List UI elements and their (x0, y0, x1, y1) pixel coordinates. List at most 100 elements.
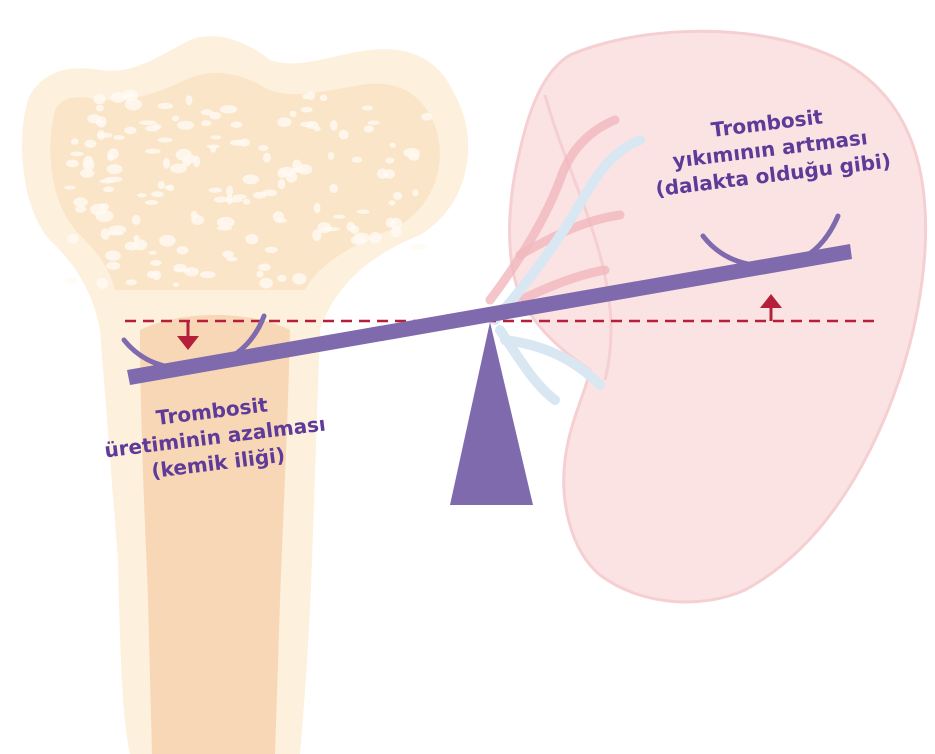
bone-pore (133, 235, 139, 242)
bone-pore (214, 197, 228, 203)
bone-pore (364, 125, 374, 132)
bone-pore (259, 278, 273, 289)
bone-pore (245, 234, 258, 244)
bone-pore (97, 278, 108, 289)
bone-pore (177, 121, 194, 130)
bone-pore (149, 251, 157, 255)
bone-pore (106, 262, 120, 270)
bone-pore (147, 271, 157, 278)
bone-pore (65, 278, 78, 284)
bone-pore (290, 111, 297, 117)
bone-pore (322, 227, 340, 231)
fulcrum-triangle (450, 322, 533, 505)
bone-pore (233, 194, 247, 199)
bone-pore (101, 228, 110, 239)
bone-pore (333, 215, 346, 219)
bone-pore (145, 149, 160, 154)
bone-pore (320, 95, 328, 102)
bone-pore (301, 107, 313, 113)
bone-pore (109, 225, 127, 234)
bone-pore (172, 116, 179, 121)
bone-pore (278, 179, 286, 189)
bone-pore (377, 169, 388, 179)
bone-pore (177, 246, 189, 254)
bone-pore (191, 215, 204, 225)
bone-pore (151, 191, 164, 197)
bone-pore (111, 92, 126, 103)
bone-pore (70, 152, 83, 157)
bone-pore (93, 94, 105, 105)
bone-pore (300, 122, 314, 127)
bone-pore (164, 185, 174, 190)
bone-pore (124, 127, 136, 134)
bone-pore (100, 179, 115, 184)
bone-pore (83, 156, 93, 168)
bone-pore (385, 158, 394, 164)
bone-pore (258, 145, 268, 151)
bone-pore (328, 152, 334, 160)
bone-pore (71, 138, 78, 145)
bone-pore (391, 227, 402, 238)
bone-pore (139, 120, 157, 125)
bone-pore (226, 194, 232, 204)
bone-pore (163, 158, 170, 169)
bone-pore (211, 135, 222, 139)
bone-pore (262, 190, 277, 197)
bone-pore (153, 124, 161, 129)
bone-pore (174, 268, 191, 272)
bone-pore (409, 244, 426, 250)
bone-pore (307, 91, 315, 100)
bone-pore (132, 215, 141, 225)
bone-pore (159, 235, 175, 247)
bone-pore (265, 247, 278, 253)
bone-pore (347, 222, 355, 232)
bone-pore (273, 211, 284, 222)
bone-pore (362, 106, 373, 111)
bone-pore (67, 234, 78, 244)
bone-pore (290, 168, 306, 173)
bone-marrow-canal (140, 315, 290, 754)
bone-pore (231, 122, 243, 128)
bone-pore (173, 283, 179, 287)
bone-pore (200, 271, 216, 278)
bone-pore (314, 203, 321, 213)
bone-pore (158, 181, 165, 189)
bone-pore (257, 271, 264, 278)
bone-pore (352, 157, 363, 163)
bone-pore (258, 264, 270, 271)
bone-pore (201, 109, 213, 115)
bone-pore (390, 143, 396, 148)
bone-pore (186, 95, 193, 105)
bone-pore (329, 184, 338, 193)
bone-pore (201, 120, 211, 126)
bone-pore (158, 103, 173, 109)
bone-pore (105, 250, 121, 260)
bone-pore (330, 120, 338, 131)
bone-pore (369, 232, 382, 243)
bone-pore (386, 218, 396, 228)
bone-pore (113, 135, 124, 140)
bone-pore (150, 260, 162, 266)
bone-pore (207, 145, 220, 149)
bone-pore (137, 193, 147, 197)
bone-pore (176, 149, 192, 161)
bone-pore (368, 121, 380, 125)
bone-pore (96, 105, 104, 111)
bone-pore (64, 186, 76, 190)
bone-pore (66, 160, 79, 168)
bone-pore (357, 210, 369, 214)
bone-pore (263, 153, 271, 163)
bone-pore (243, 175, 260, 185)
bone-pore (84, 140, 96, 148)
bone-pore (277, 275, 286, 282)
bone-pore (243, 199, 250, 205)
bone-pore (226, 257, 237, 262)
bone-pore (351, 235, 367, 245)
bone-pore (286, 172, 298, 183)
bone-pore (230, 140, 245, 146)
bone-pore (421, 113, 433, 121)
bone-pore (277, 117, 291, 127)
bone-pore (403, 148, 420, 157)
bone-pore (339, 130, 349, 140)
bone-pore (97, 133, 113, 138)
